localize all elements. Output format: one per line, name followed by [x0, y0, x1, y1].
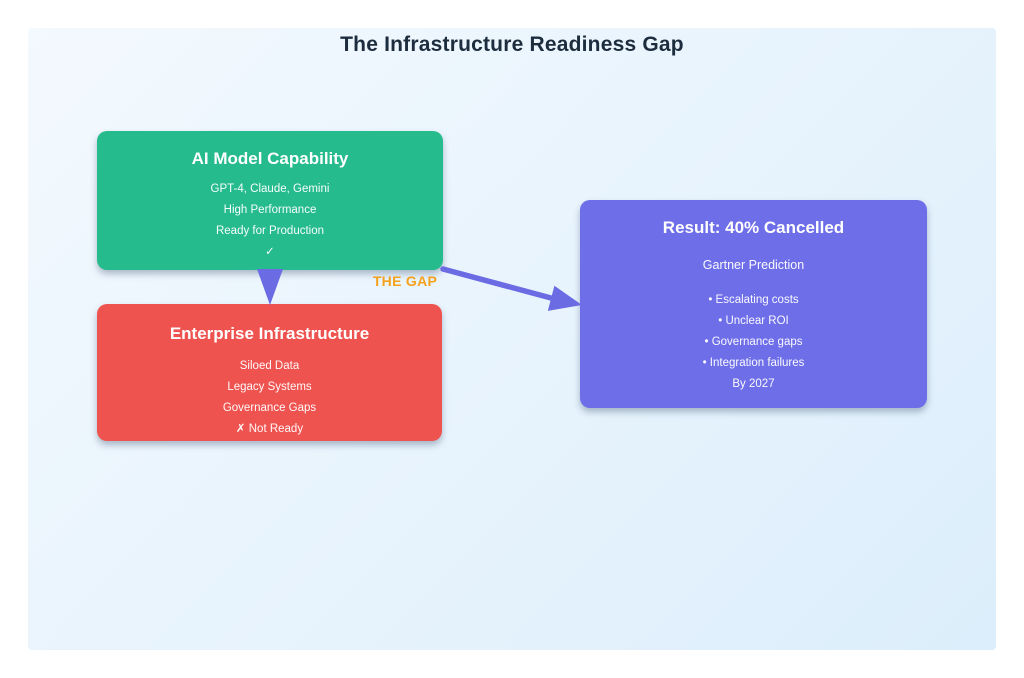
- enterprise-infrastructure-box: Enterprise Infrastructure Siloed Data Le…: [97, 304, 442, 441]
- gap-label: THE GAP: [372, 273, 438, 289]
- list-item: • Escalating costs: [708, 294, 799, 306]
- check-icon: ✓: [265, 246, 275, 258]
- list-item: • Unclear ROI: [718, 315, 789, 327]
- result-subtitle: Gartner Prediction: [702, 258, 805, 272]
- list-item: Legacy Systems: [227, 381, 312, 393]
- result-box: Result: 40% Cancelled Gartner Prediction…: [580, 200, 927, 408]
- list-item: High Performance: [223, 204, 317, 216]
- enterprise-infrastructure-items: Siloed Data Legacy Systems Governance Ga…: [97, 356, 442, 440]
- list-item: Governance Gaps: [222, 402, 317, 414]
- enterprise-infrastructure-title: Enterprise Infrastructure: [169, 324, 370, 343]
- list-item: By 2027: [732, 378, 775, 390]
- list-item: Siloed Data: [239, 360, 300, 372]
- ai-capability-box: AI Model Capability GPT-4, Claude, Gemin…: [97, 131, 443, 270]
- cross-icon: ✗ Not Ready: [235, 423, 304, 435]
- ai-capability-title: AI Model Capability: [191, 149, 349, 168]
- list-item: • Governance gaps: [704, 336, 803, 348]
- result-items: • Escalating costs • Unclear ROI • Gover…: [580, 290, 927, 395]
- ai-capability-items: GPT-4, Claude, Gemini High Performance R…: [97, 179, 443, 263]
- list-item: GPT-4, Claude, Gemini: [210, 183, 330, 195]
- result-title: Result: 40% Cancelled: [662, 218, 845, 237]
- list-item: • Integration failures: [702, 357, 805, 369]
- page-title: The Infrastructure Readiness Gap: [340, 33, 684, 56]
- list-item: Ready for Production: [215, 225, 325, 237]
